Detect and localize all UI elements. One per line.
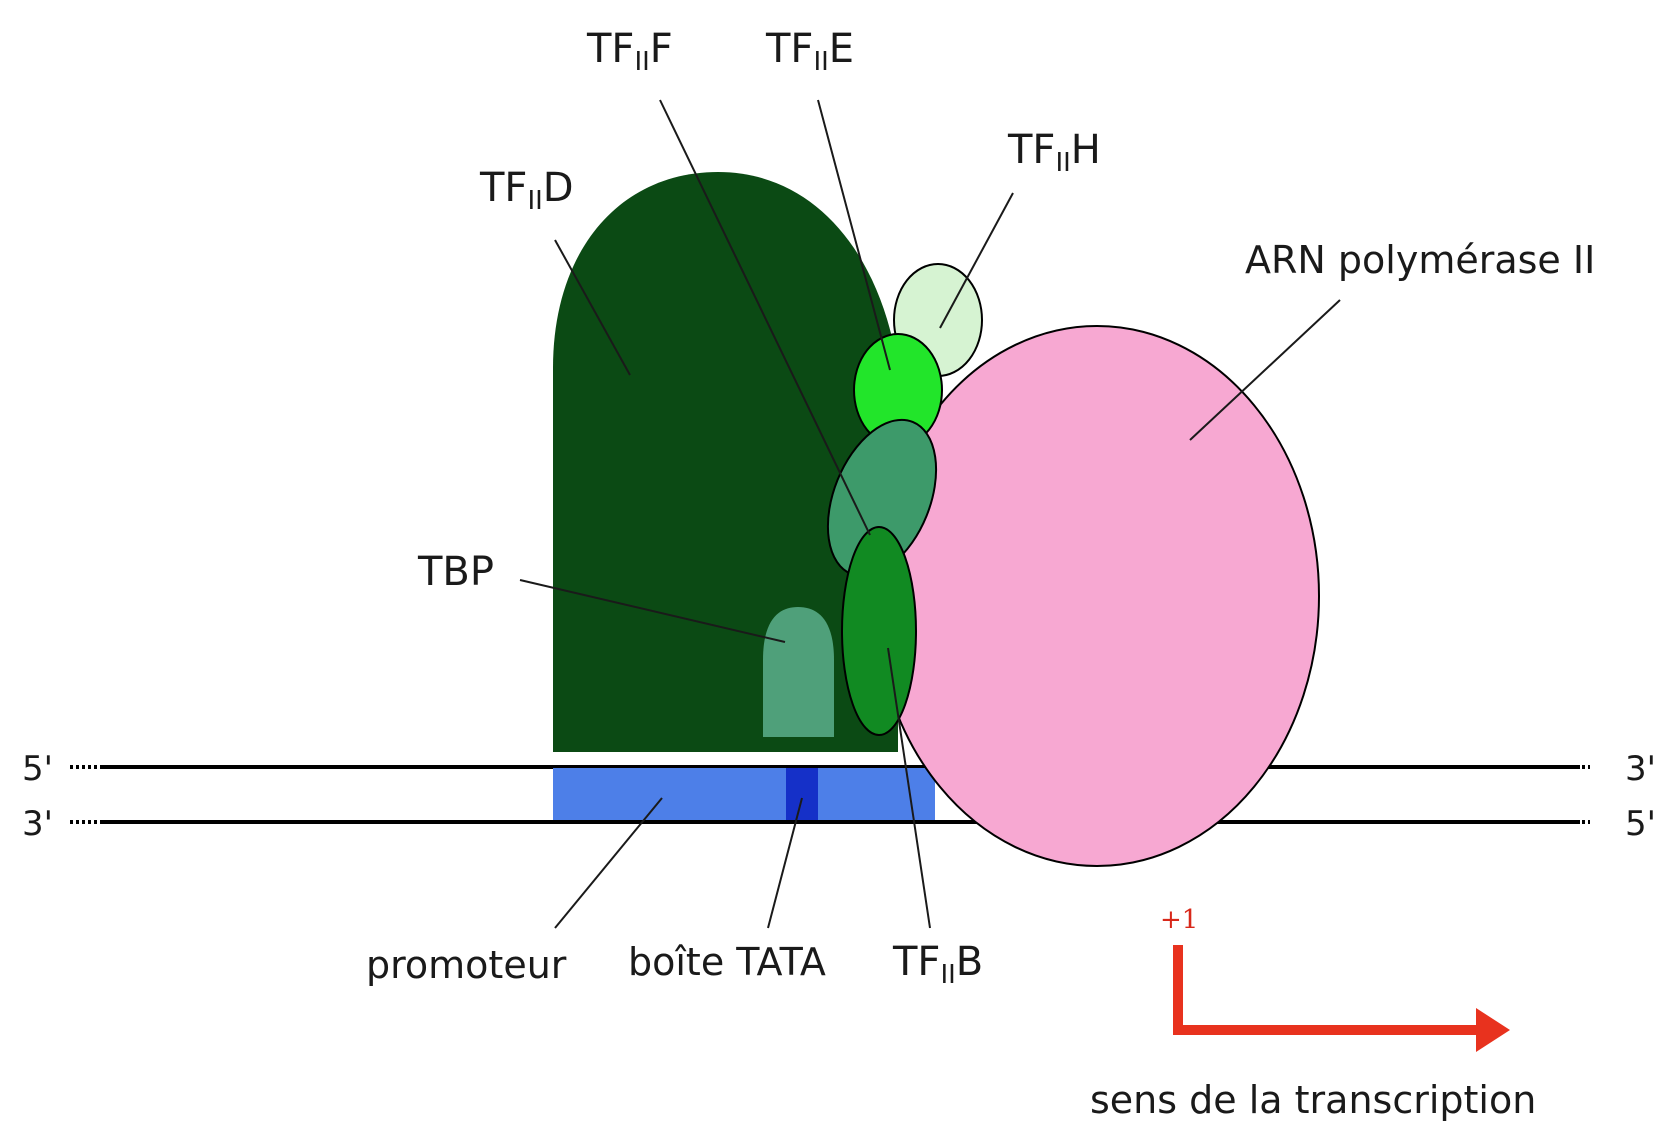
plus-one-label: +1 bbox=[1160, 905, 1198, 935]
tfiif-label: TFIIF bbox=[586, 26, 673, 77]
direction-label: sens de la transcription bbox=[1090, 1078, 1536, 1122]
tbp-shape bbox=[763, 607, 834, 737]
tfiib-shape bbox=[842, 527, 916, 735]
tbp-label: TBP bbox=[417, 549, 494, 595]
tfiib-label: TFIIB bbox=[892, 939, 983, 990]
tata-box bbox=[786, 768, 818, 820]
tfiie-label: TFIIE bbox=[765, 26, 854, 77]
promoter-label: promoteur bbox=[366, 943, 567, 987]
promoter-region bbox=[553, 768, 935, 820]
strand-top-left-label: 5' bbox=[22, 749, 53, 789]
strand-bottom-right-label: 5' bbox=[1625, 804, 1656, 844]
tfiid-label: TFIID bbox=[479, 165, 574, 216]
tata-box-label: boîte TATA bbox=[628, 940, 826, 984]
rna-polymerase-label: ARN polymérase II bbox=[1245, 238, 1595, 282]
tfiih-label: TFIIH bbox=[1007, 127, 1101, 178]
strand-bottom-left-label: 3' bbox=[22, 804, 53, 844]
strand-top-right-label: 3' bbox=[1625, 749, 1656, 789]
transcription-arrow bbox=[1178, 945, 1510, 1052]
rna-polymerase-shape bbox=[875, 326, 1319, 866]
arrow-head bbox=[1476, 1008, 1510, 1052]
arrow-shaft bbox=[1178, 945, 1482, 1030]
